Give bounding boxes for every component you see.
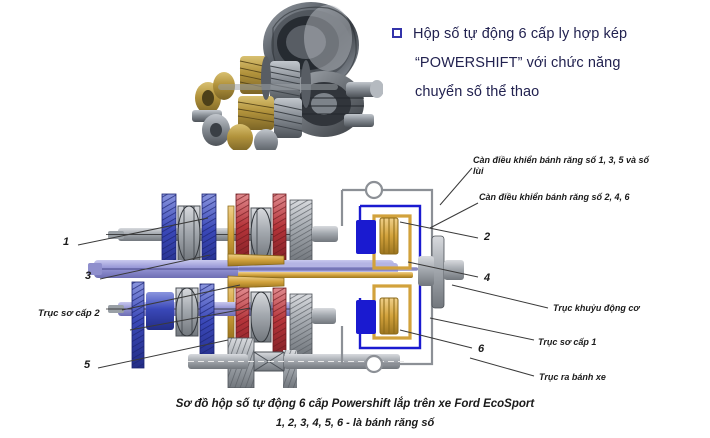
shift-fork-upper: [227, 205, 285, 267]
title-text-2: “POWERSHIFT” với chức năng: [415, 55, 621, 71]
crankshaft-flange: [418, 235, 464, 309]
callout-shift-fork-2-4-6: Càn điều khiển bánh răng số 2, 4, 6: [479, 192, 630, 202]
gear-red-lower-b: [272, 287, 287, 361]
square-bullet-icon: [392, 28, 402, 38]
slide-title: Hộp số tự động 6 cấp ly hợp kép “POWERSH…: [392, 20, 692, 107]
title-line-3: chuyển số thể thao: [392, 78, 692, 107]
gear-blue-lower-hub: [146, 292, 174, 330]
label-6: 6: [478, 343, 485, 355]
gear-blue-upper-a: [161, 193, 177, 275]
callout-shift-fork-1-3-5-r: Càn điều khiển bánh răng số 1, 3, 5 và s…: [473, 155, 650, 176]
label-5: 5: [84, 359, 91, 371]
callout-crankshaft: Trục khuỷu động cơ: [553, 303, 640, 313]
title-line-2: “POWERSHIFT” với chức năng: [392, 49, 692, 78]
gear-red-upper-a: [235, 193, 250, 267]
gear-gray-upper: [289, 199, 338, 263]
clutch-pack-lower: [356, 297, 399, 335]
label-3: 3: [85, 270, 92, 282]
title-text-1: Hộp số tự động 6 cấp ly hợp kép: [413, 26, 628, 42]
label-4: 4: [484, 272, 491, 284]
gear-blue-lower-a: [131, 281, 145, 369]
lower-countershaft-assembly: [106, 281, 336, 369]
dual-clutch-module: [340, 180, 464, 374]
label-2: 2: [484, 231, 491, 243]
callout-output-shaft: Trục ra bánh xe: [539, 372, 606, 382]
synchronizer-lower-b: [250, 291, 272, 343]
transmission-schematic: [88, 176, 548, 388]
clutch-pack-upper: [356, 217, 399, 255]
label-1: 1: [63, 236, 70, 248]
synchronizer-upper-a: [177, 205, 201, 263]
transmission-photo: [178, 0, 383, 150]
output-shaft-assembly: [188, 337, 404, 388]
title-line-1: Hộp số tự động 6 cấp ly hợp kép: [392, 20, 692, 49]
upper-countershaft-assembly: [106, 193, 338, 275]
caption-line-1: Sơ đồ hộp số tự động 6 cấp Powershift lắ…: [175, 398, 535, 410]
callout-input-shaft-1: Trục sơ cấp 1: [538, 337, 597, 347]
housing-port-bottom: [364, 354, 384, 374]
synchronizer-lower-a: [175, 287, 199, 337]
gear-blue-upper-b: [201, 193, 217, 275]
caption-line-2: 1, 2, 3, 4, 5, 6 - là bánh răng số: [275, 417, 435, 429]
label-truc-so-cap-2: Trục sơ cấp 2: [38, 308, 100, 319]
title-text-3: chuyển số thể thao: [415, 84, 540, 100]
output-stub-photo: [344, 80, 383, 127]
housing-port-top: [364, 180, 384, 200]
